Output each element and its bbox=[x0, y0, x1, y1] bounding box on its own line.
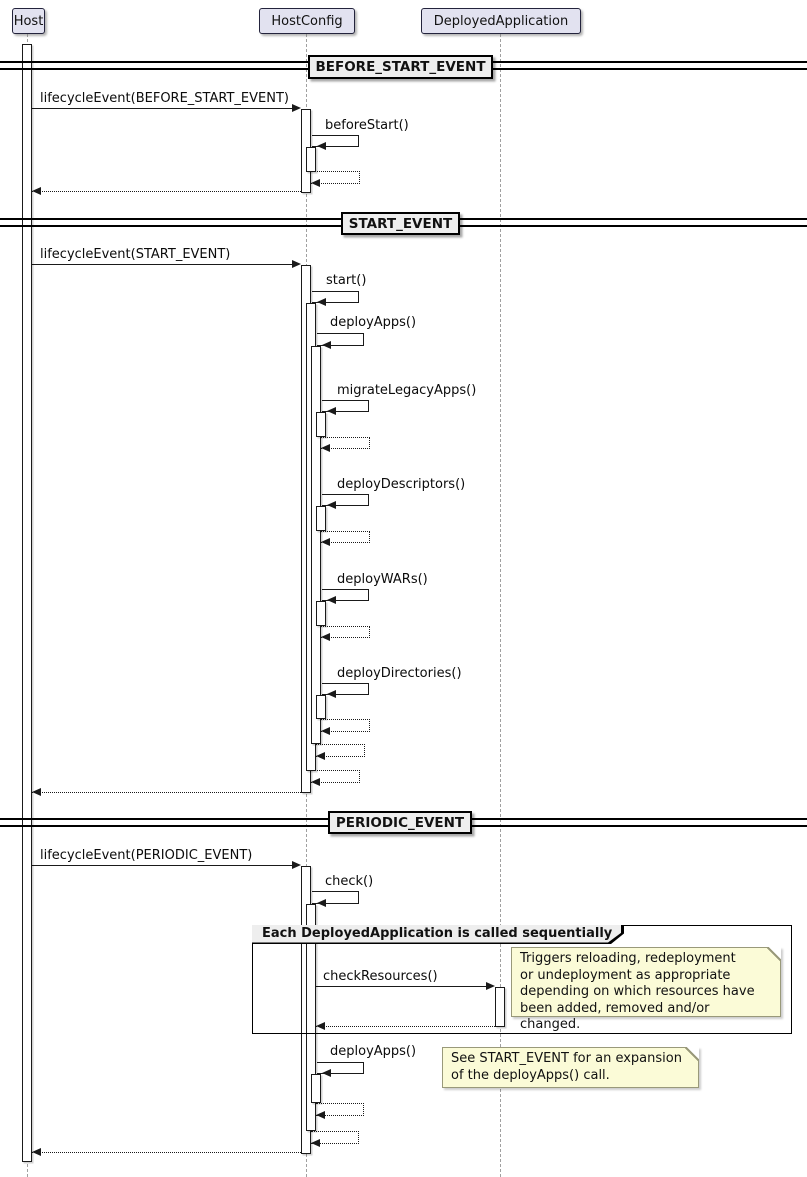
self-call-loop bbox=[322, 589, 369, 601]
return-arrow bbox=[32, 1152, 301, 1153]
self-call-loop bbox=[317, 333, 364, 346]
message-arrow bbox=[32, 264, 292, 265]
self-return-loop bbox=[321, 719, 370, 732]
activation-bar-deploy-directories bbox=[316, 695, 326, 719]
return-arrow bbox=[316, 1026, 495, 1027]
participant-deployedapplication-label: DeployedApplication bbox=[433, 13, 569, 29]
note-deploy-apps: See START_EVENT for an expansion of the … bbox=[442, 1047, 699, 1088]
activation-bar-migrate-legacy-apps bbox=[316, 412, 326, 437]
arrowhead-icon bbox=[327, 596, 336, 604]
message-lifecycle-periodic: lifecycleEvent(PERIODIC_EVENT) bbox=[40, 848, 253, 863]
self-return-loop bbox=[321, 437, 370, 449]
self-return-loop bbox=[311, 171, 360, 184]
arrowhead-icon bbox=[32, 187, 41, 195]
arrowhead-icon bbox=[327, 690, 336, 698]
message-before-start: beforeStart() bbox=[325, 118, 409, 133]
self-return-loop bbox=[316, 744, 365, 757]
message-deploy-descriptors: deployDescriptors() bbox=[337, 477, 466, 492]
self-return-loop bbox=[316, 1103, 364, 1116]
self-call-loop bbox=[322, 683, 369, 695]
activation-bar-host bbox=[22, 44, 32, 1162]
participant-host: Host bbox=[12, 8, 45, 34]
message-lifecycle-before-start: lifecycleEvent(BEFORE_START_EVENT) bbox=[40, 91, 289, 106]
message-check: check() bbox=[325, 874, 374, 889]
arrowhead-icon bbox=[317, 899, 326, 907]
self-return-loop bbox=[321, 531, 370, 543]
divider-periodic-event: PERIODIC_EVENT bbox=[328, 811, 472, 834]
note-fold-icon bbox=[685, 1047, 699, 1061]
self-call-loop bbox=[312, 135, 359, 147]
arrowhead-icon bbox=[321, 633, 330, 641]
arrowhead-icon bbox=[316, 1111, 325, 1119]
arrowhead-icon bbox=[486, 982, 495, 990]
self-call-loop bbox=[322, 400, 369, 412]
return-arrow bbox=[32, 792, 301, 793]
arrowhead-icon bbox=[317, 298, 326, 306]
activation-bar-deployedapplication bbox=[495, 987, 505, 1027]
self-return-loop bbox=[311, 770, 360, 783]
participant-deployedapplication: DeployedApplication bbox=[421, 8, 581, 34]
self-return-loop bbox=[311, 1131, 359, 1144]
participant-hostconfig-label: HostConfig bbox=[271, 13, 343, 29]
message-start: start() bbox=[326, 273, 367, 288]
note-fold-icon bbox=[767, 947, 781, 961]
self-call-loop bbox=[312, 891, 359, 904]
arrowhead-icon bbox=[311, 778, 320, 786]
arrowhead-icon bbox=[327, 501, 336, 509]
message-check-resources: checkResources() bbox=[323, 969, 438, 984]
message-deploy-directories: deployDirectories() bbox=[337, 666, 462, 681]
arrowhead-icon bbox=[322, 341, 331, 349]
arrowhead-icon bbox=[322, 1069, 331, 1077]
group-title-label: Each DeployedApplication is called seque… bbox=[262, 926, 613, 942]
message-deploy-apps: deployApps() bbox=[330, 315, 417, 330]
self-call-loop bbox=[312, 291, 359, 303]
arrowhead-icon bbox=[292, 260, 301, 268]
arrowhead-icon bbox=[32, 1148, 41, 1156]
arrowhead-icon bbox=[321, 727, 330, 735]
lifeline-deployedapplication bbox=[500, 34, 501, 1177]
arrowhead-icon bbox=[32, 788, 41, 796]
arrowhead-icon bbox=[316, 752, 325, 760]
arrowhead-icon bbox=[321, 538, 330, 546]
divider-start-label: START_EVENT bbox=[348, 215, 453, 232]
arrowhead-icon bbox=[292, 861, 301, 869]
arrowhead-icon bbox=[292, 104, 301, 112]
arrowhead-icon bbox=[327, 407, 336, 415]
message-arrow bbox=[32, 865, 292, 866]
divider-start-event: START_EVENT bbox=[341, 212, 460, 235]
message-deploy-wars: deployWARs() bbox=[337, 572, 428, 587]
message-arrow bbox=[32, 108, 292, 109]
activation-bar-check-call bbox=[306, 904, 316, 1131]
activation-bar-deploy-wars bbox=[316, 601, 326, 626]
activation-bar-deploy-apps bbox=[311, 346, 321, 744]
note-check-resources: Triggers reloading, redeployment or unde… bbox=[511, 947, 781, 1032]
note-deploy-apps-text: See START_EVENT for an expansion of the … bbox=[451, 1051, 682, 1083]
arrowhead-icon bbox=[321, 444, 330, 452]
activation-bar-before-start-call bbox=[306, 147, 316, 172]
self-call-loop bbox=[322, 494, 369, 506]
arrowhead-icon bbox=[311, 1139, 320, 1147]
message-arrow bbox=[316, 986, 486, 987]
divider-before-start-label: BEFORE_START_EVENT bbox=[315, 59, 486, 75]
participant-host-label: Host bbox=[13, 13, 44, 29]
divider-before-start-event: BEFORE_START_EVENT bbox=[308, 55, 493, 79]
activation-bar-deploy-apps-periodic bbox=[311, 1074, 321, 1103]
message-migrate-legacy-apps: migrateLegacyApps() bbox=[337, 383, 477, 398]
message-deploy-apps-periodic: deployApps() bbox=[330, 1044, 417, 1059]
self-call-loop bbox=[317, 1062, 364, 1074]
group-title-tab: Each DeployedApplication is called seque… bbox=[252, 925, 621, 943]
message-lifecycle-start: lifecycleEvent(START_EVENT) bbox=[40, 247, 231, 262]
activation-bar-deploy-descriptors bbox=[316, 506, 326, 531]
arrowhead-icon bbox=[317, 142, 326, 150]
divider-periodic-label: PERIODIC_EVENT bbox=[335, 814, 465, 831]
self-return-loop bbox=[321, 626, 370, 638]
return-arrow bbox=[32, 191, 301, 192]
note-check-resources-text: Triggers reloading, redeployment or unde… bbox=[520, 951, 755, 1032]
arrowhead-icon bbox=[316, 1022, 325, 1030]
arrowhead-icon bbox=[311, 179, 320, 187]
participant-hostconfig: HostConfig bbox=[259, 8, 355, 34]
